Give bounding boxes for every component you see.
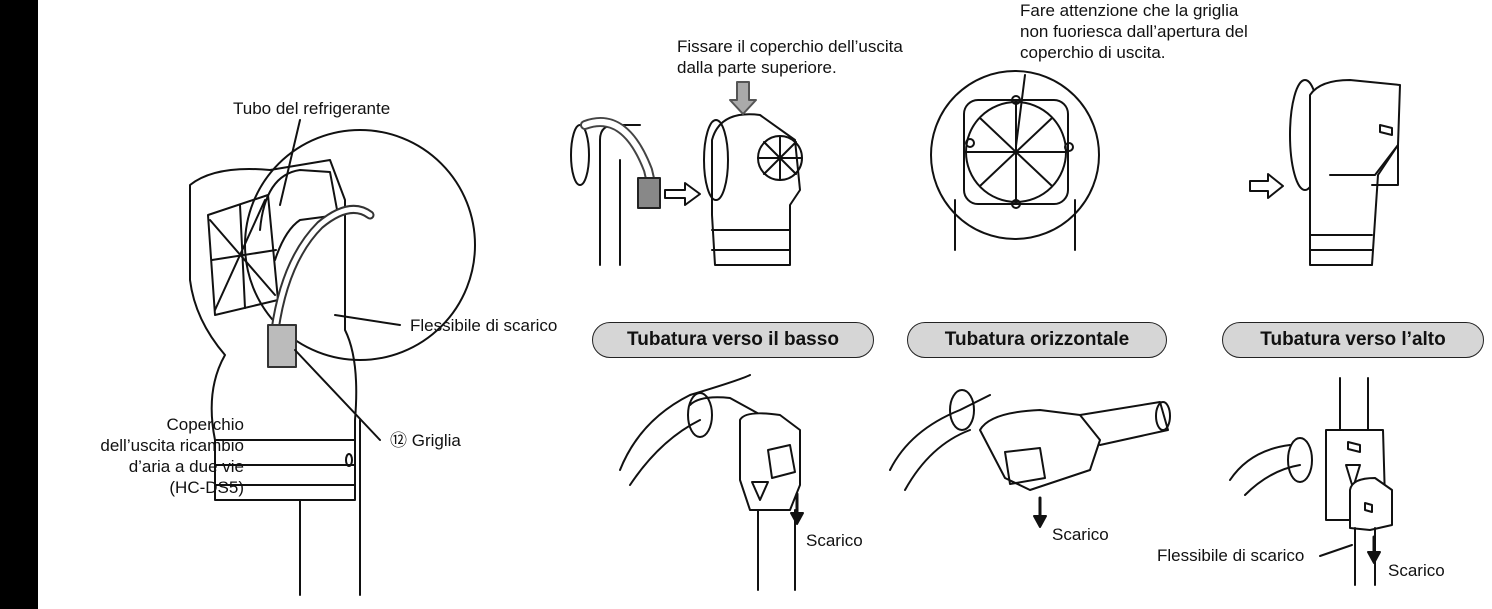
label-fix-cover-line1: Fissare il coperchio dell’uscita — [677, 37, 903, 56]
page-edge-bar — [0, 0, 38, 609]
label-drain-hose-right: Flessibile di scarico — [1157, 546, 1305, 565]
finished-cover-illustration — [1249, 79, 1401, 266]
label-drain-down: Scarico — [806, 531, 863, 550]
label-cover-line1: Coperchio — [166, 415, 245, 434]
grille-detail-illustration — [930, 70, 1100, 251]
label-drain-horizontal: Scarico — [1052, 525, 1109, 544]
label-fix-cover: Fissare il coperchio dell’uscita dalla p… — [677, 36, 903, 78]
pill-piping-down: Tubatura verso il basso — [592, 322, 874, 358]
horizontal-piping-illustration — [889, 389, 1171, 528]
label-attention-line2: non fuoriesca dall’apertura del — [1020, 22, 1248, 41]
label-cover-line2: dell’uscita ricambio — [100, 436, 244, 455]
label-cover: Coperchio dell’uscita ricambio d’aria a … — [100, 414, 244, 498]
pill-piping-horizontal: Tubatura orizzontale — [907, 322, 1167, 358]
main-cover-illustration — [189, 119, 476, 596]
label-fix-cover-line2: dalla parte superiore. — [677, 58, 837, 77]
label-attention-line1: Fare attenzione che la griglia — [1020, 1, 1239, 20]
label-cover-line4: (HC-DS5) — [169, 478, 244, 497]
label-drain-up: Scarico — [1388, 561, 1445, 580]
downward-piping-illustration — [619, 374, 804, 591]
label-grille: ⑫ Griglia — [390, 431, 461, 450]
label-attention-line3: coperchio di uscita. — [1020, 43, 1166, 62]
pill-piping-up: Tubatura verso l’alto — [1222, 322, 1484, 358]
label-refrigerant-tube: Tubo del refrigerante — [233, 99, 391, 118]
label-attention: Fare attenzione che la griglia non fuori… — [1020, 0, 1248, 63]
label-drain-hose-left: Flessibile di scarico — [410, 316, 558, 335]
attach-cover-illustration — [570, 81, 803, 266]
upward-piping-illustration — [1229, 377, 1393, 586]
label-cover-line3: d’aria a due vie — [128, 457, 244, 476]
